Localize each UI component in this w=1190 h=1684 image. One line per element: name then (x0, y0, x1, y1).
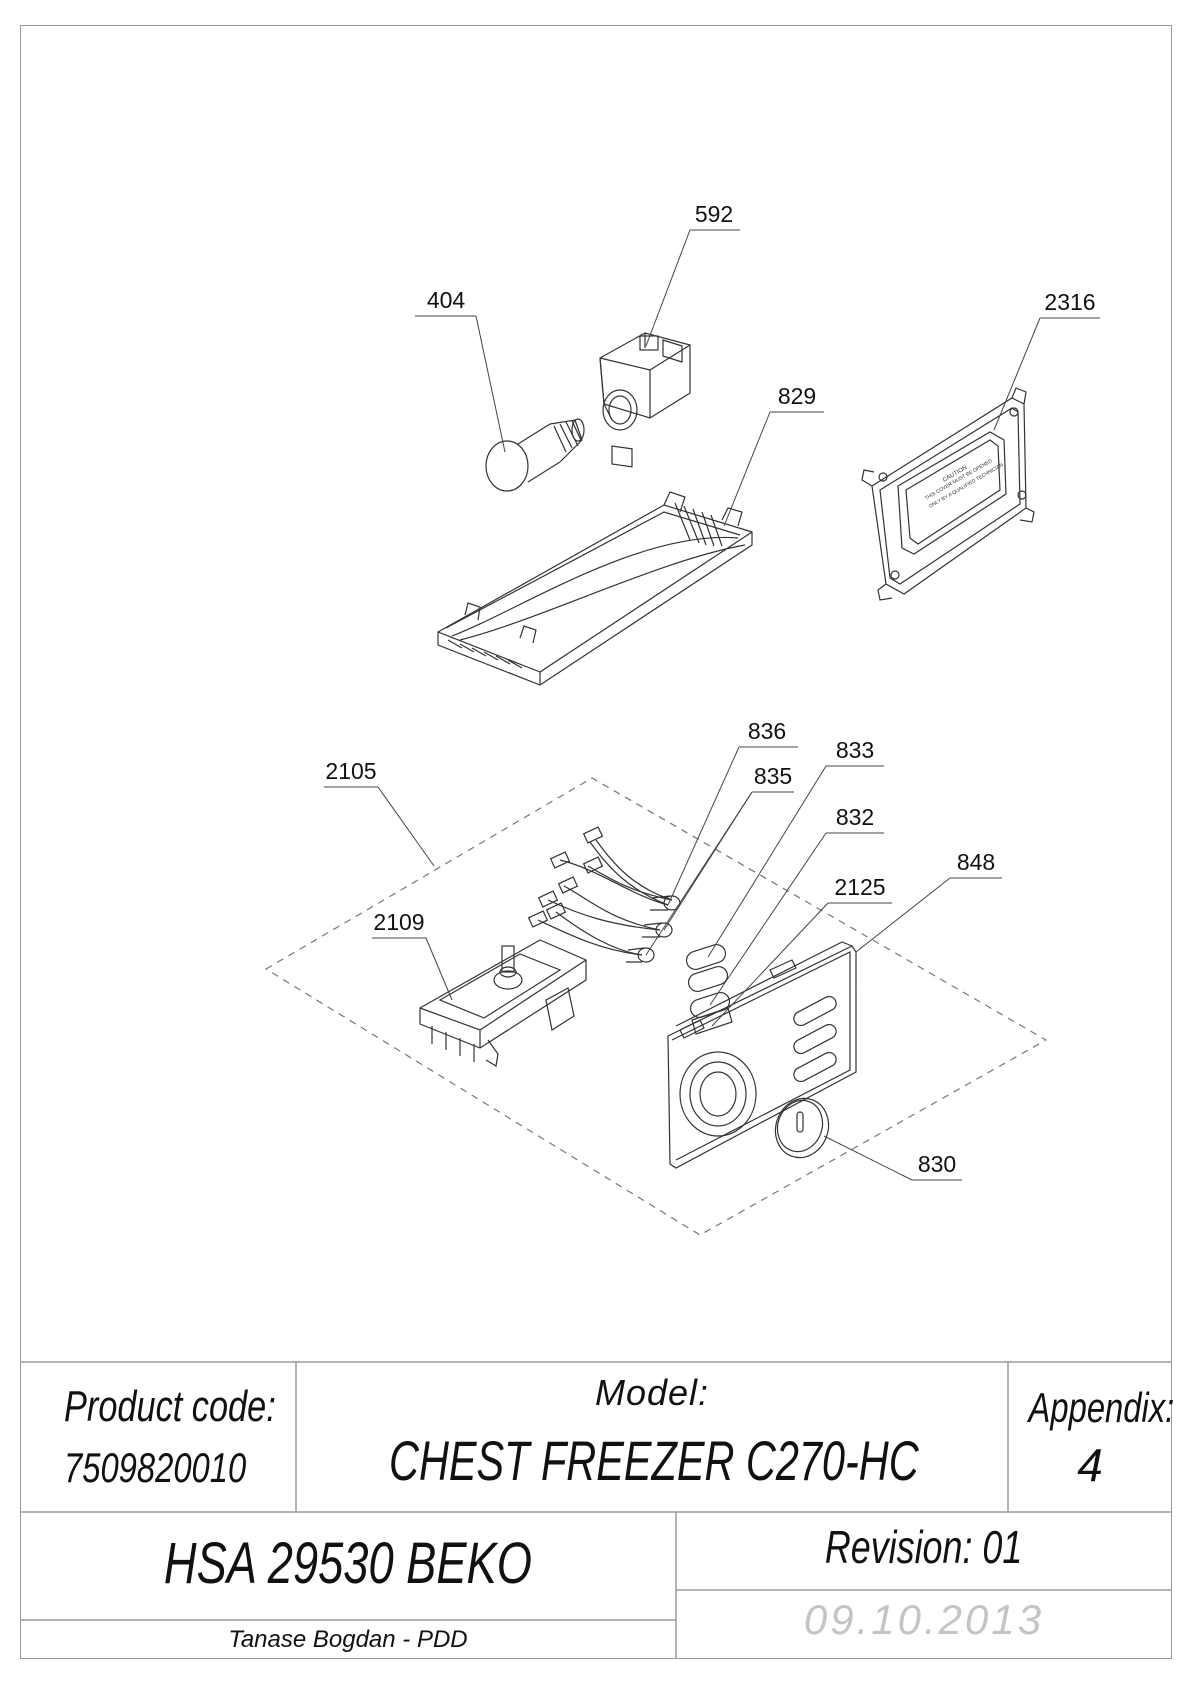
part-2109-thermostat (419, 939, 587, 1067)
callout-404: 404 (427, 287, 466, 313)
part-592-lamp-holder (599, 332, 691, 468)
model-label: Model: (594, 1372, 710, 1413)
appendix-value: 4 (1077, 1439, 1103, 1491)
callout-2316: 2316 (1044, 289, 1095, 315)
title-block-grid (20, 1361, 1172, 1659)
callout-832: 832 (836, 804, 874, 830)
part-404-bulb (485, 418, 585, 492)
author: Tanase Bogdan - PDD (228, 1626, 468, 1653)
product-code-value: 7509820010 (64, 1444, 247, 1491)
callout-592: 592 (695, 201, 733, 227)
product-name: HSA 29530 BEKO (163, 1531, 532, 1596)
part-830-knob (774, 1097, 830, 1159)
revision-date: 09.10.2013 (803, 1596, 1045, 1643)
part-829-diffuser (437, 491, 753, 686)
callout-2125: 2125 (834, 874, 885, 900)
model-value: CHEST FREEZER C270-HC (389, 1429, 919, 1492)
assembly-2105-outline (264, 777, 1048, 1236)
callout-830: 830 (918, 1151, 956, 1177)
drawing-border (20, 25, 1172, 1659)
part-2316-cover-plate (861, 387, 1035, 601)
part-835-836-wiring (527, 826, 681, 963)
callout-829: 829 (778, 383, 816, 409)
callout-836: 836 (748, 718, 786, 744)
leader-lines (324, 229, 1100, 1181)
callout-2105: 2105 (325, 758, 376, 784)
callout-833: 833 (836, 737, 874, 763)
callout-835: 835 (754, 763, 792, 789)
callout-2109: 2109 (373, 909, 424, 935)
part-848-control-panel (667, 941, 857, 1169)
callout-848: 848 (957, 849, 995, 875)
product-code-label: Product code: (64, 1382, 276, 1431)
revision: Revision: 01 (825, 1521, 1023, 1573)
appendix-label: Appendix: (1028, 1384, 1175, 1431)
